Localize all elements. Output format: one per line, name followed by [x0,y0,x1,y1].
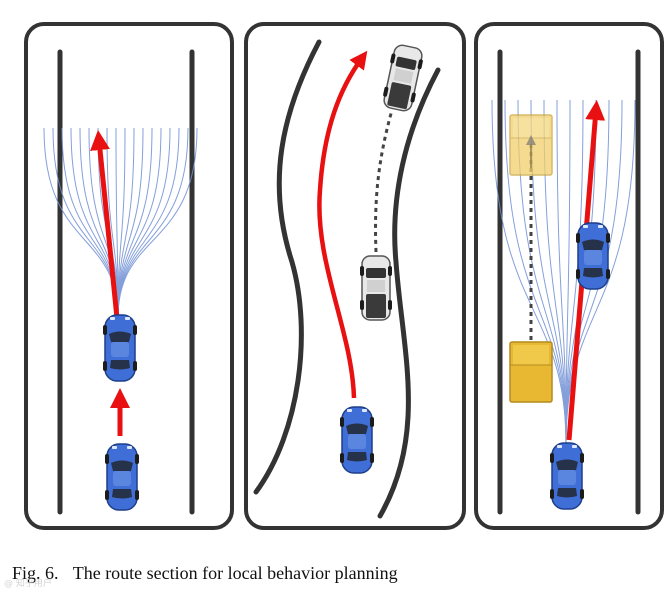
candidate-path [517,99,567,446]
planned-path [317,50,368,399]
other-car-future [379,42,427,114]
other-car [359,255,393,321]
candidate-path [543,99,567,446]
obstacle-vehicle [509,341,553,403]
candidate-path [565,99,610,446]
ego-car [549,442,585,510]
candidate-path [565,99,623,446]
candidate-path [117,127,153,319]
panel-border [474,22,664,530]
candidate-path [491,99,567,446]
other-car-trajectory [374,109,394,253]
ego-car-start [104,443,140,511]
candidate-path [565,99,571,446]
candidate-path [117,127,198,319]
candidate-path [504,99,567,446]
candidate-path [565,99,584,446]
figure-caption: Fig. 6. The route section for local beha… [12,563,398,584]
multi-lane-panel [474,22,664,530]
candidate-paths [491,99,636,446]
planned-path [90,130,120,319]
ego-car [102,314,138,382]
figure-label: Fig. 6. [12,563,59,583]
candidate-path [565,99,636,446]
candidate-path [117,127,180,319]
panel-border [244,22,466,530]
figure-illustration [24,22,664,530]
ego-car [339,406,375,474]
lane-keeping-panel [24,22,234,530]
candidate-path [530,99,567,446]
caption-text: The route section for local behavior pla… [72,563,398,583]
panel-border [24,22,234,530]
candidate-path [556,99,567,446]
road-left-line [253,39,322,495]
candidate-paths [43,127,198,319]
ego-car-future [575,222,611,290]
road-right-line [377,67,441,519]
overtaking-panel [244,22,466,530]
candidate-path [117,127,171,319]
watermark: @ 知乎用户 [4,579,52,589]
